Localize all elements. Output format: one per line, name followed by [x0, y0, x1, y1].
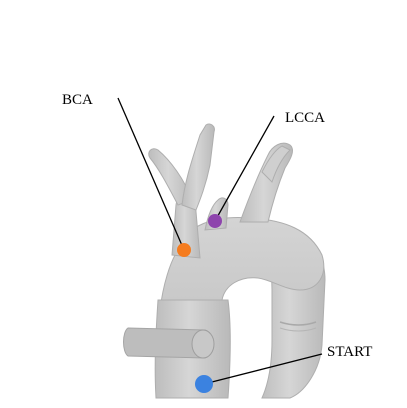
vertebral-branch: [261, 145, 291, 183]
bca-branch-left: [148, 148, 193, 206]
bca-branch-up: [181, 123, 215, 211]
descending-seam: [279, 321, 317, 326]
bca-label: BCA: [62, 92, 93, 108]
start-leader-line: [203, 353, 323, 385]
start-label: START: [327, 344, 373, 360]
lcca-label: LCCA: [285, 110, 326, 126]
bca-marker: [177, 243, 191, 257]
bca-leader-line: [117, 97, 185, 251]
descending-seam-2: [279, 327, 317, 332]
side-tube-opening: [191, 329, 215, 359]
lcca-marker: [208, 214, 222, 228]
start-marker: [195, 375, 213, 393]
lcca-leader-line: [214, 115, 275, 222]
